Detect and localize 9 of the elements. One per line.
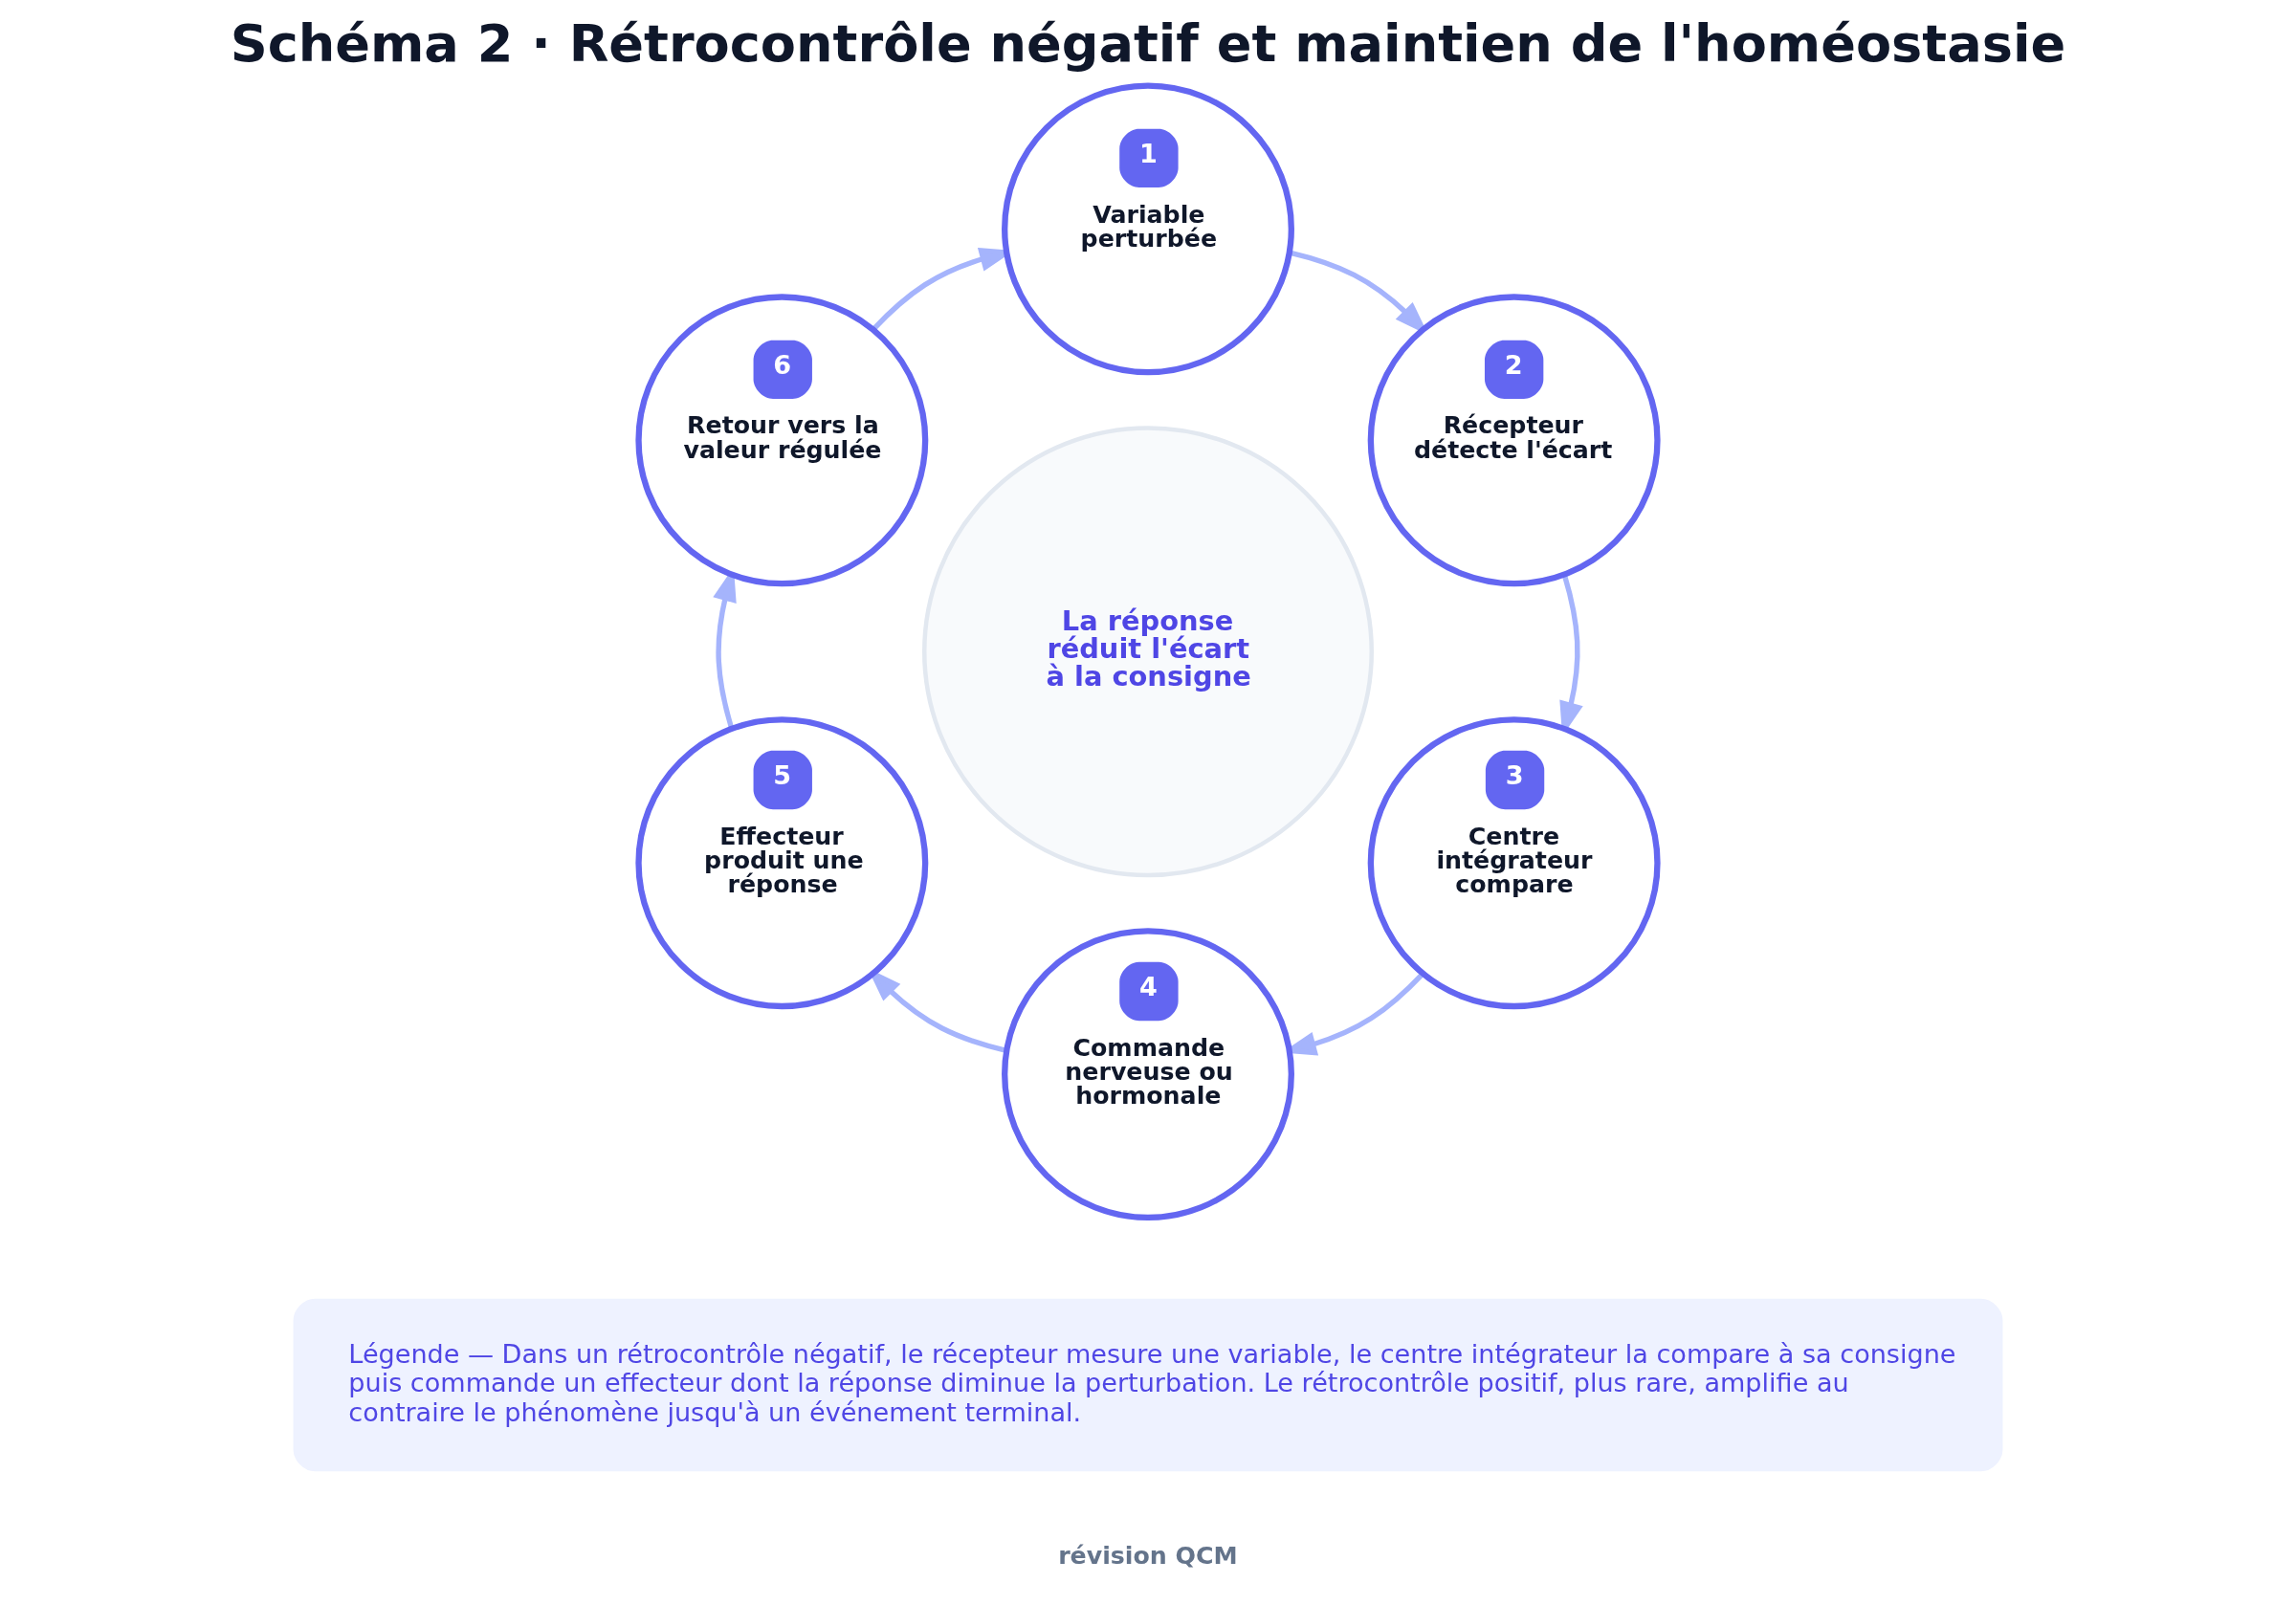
label: révision QCM	[1058, 1541, 1238, 1570]
diagram-title: Schéma 2 · Rétrocontrôle négatif et maintien de l'homéostasie	[230, 13, 2066, 75]
node-circle: 5 Effecteur produit une réponse	[635, 716, 929, 1010]
node-circle: 1 Variable perturbée	[1002, 82, 1294, 376]
node-circle: 6 Retour vers la valeur régulée	[635, 294, 929, 587]
node-circle: La réponse réduit l'écart à la consigne	[922, 426, 1374, 878]
node-circle: 2 Récepteur détecte l'écart	[1367, 294, 1661, 587]
node-circle: 3 Centre intégrateur compare	[1367, 716, 1661, 1010]
node-circle: 4 Commande nerveuse ou hormonale	[1002, 928, 1294, 1221]
